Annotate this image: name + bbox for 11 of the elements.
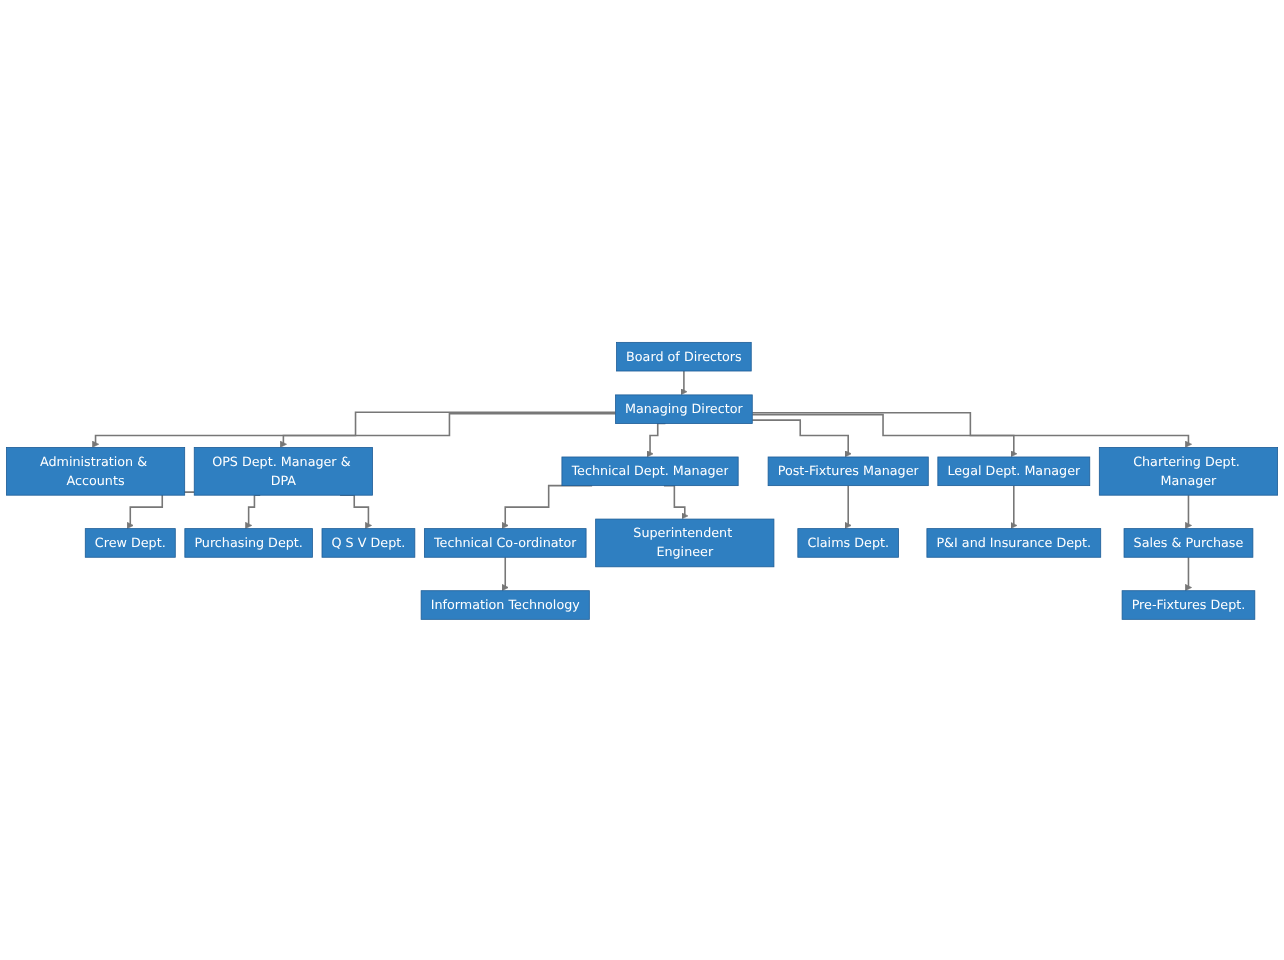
arrow xyxy=(751,418,852,457)
arrow xyxy=(279,412,617,447)
arrow xyxy=(1010,483,1018,529)
arrow xyxy=(1184,493,1192,529)
arrow xyxy=(751,413,1018,457)
arrow xyxy=(844,483,852,529)
arrow xyxy=(92,410,617,447)
arrow xyxy=(1184,555,1192,591)
arrow xyxy=(751,411,1192,447)
arrow xyxy=(501,555,509,591)
arrow xyxy=(680,369,688,395)
